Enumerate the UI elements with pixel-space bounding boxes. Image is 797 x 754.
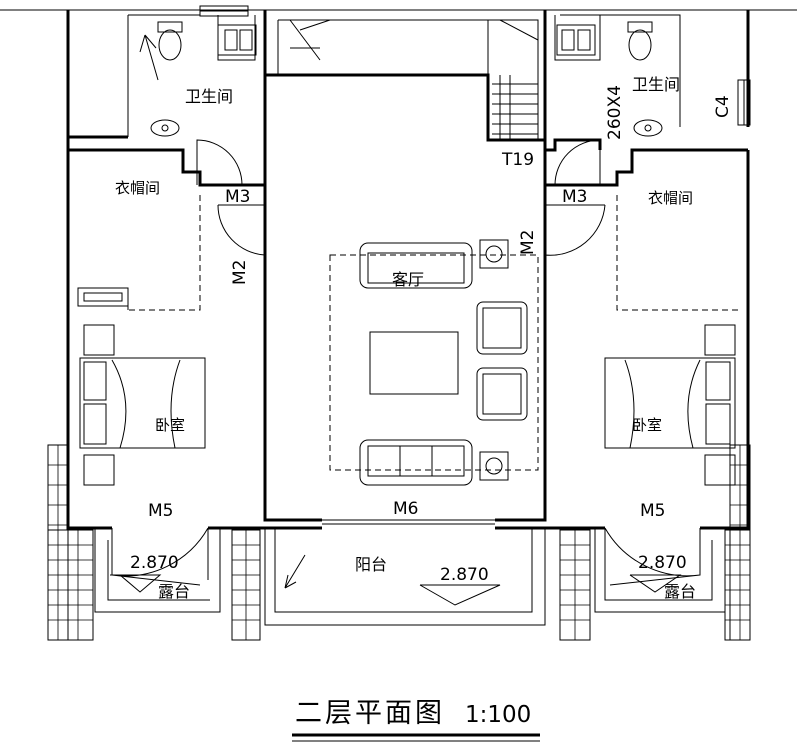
lamp-table-lower-icon — [479, 451, 509, 481]
closet-left-fixture-inner — [83, 292, 123, 302]
tag-opening-260: 260X4 — [605, 85, 625, 140]
room-label-terrace-left: 露台 — [158, 582, 190, 601]
bath-left-partition — [127, 14, 256, 137]
armchair-lower-icon — [476, 367, 528, 421]
drawing-title: 二层平面图 — [295, 698, 445, 729]
room-label-bath-right: 卫生间 — [632, 75, 680, 94]
level-terrace-left: 2.870 — [130, 553, 179, 573]
tag-door-m5-left: M5 — [148, 501, 173, 521]
room-label-living: 客厅 — [392, 270, 424, 289]
level-marker-terrace-right — [629, 574, 682, 593]
staircase — [277, 19, 539, 140]
tag-door-m5-right: M5 — [640, 501, 665, 521]
tag-door-m2-left: M2 — [230, 260, 250, 285]
arrow-bath-left — [139, 34, 159, 81]
tag-door-m6: M6 — [393, 499, 418, 519]
window-top-left — [199, 5, 249, 17]
room-label-closet-right: 衣帽间 — [648, 189, 693, 207]
terrace-right-outline — [594, 528, 726, 613]
toilet-left-icon — [157, 21, 183, 61]
bed-left-icon — [79, 324, 206, 486]
washer-right-icon — [556, 24, 596, 56]
closet-left-dashed — [127, 195, 201, 311]
window-balcony — [322, 519, 495, 525]
tag-door-m3-right: M3 — [562, 187, 587, 207]
door-swing-m2-left — [217, 204, 266, 256]
level-marker-balcony — [419, 584, 501, 606]
room-label-bedroom-left: 卧室 — [155, 416, 185, 434]
level-balcony: 2.870 — [440, 565, 489, 585]
terrace-left-outline — [94, 528, 221, 613]
roof-tiles-right — [724, 444, 751, 641]
tag-door-m3-left: M3 — [225, 187, 250, 207]
tag-window-c4: C4 — [713, 95, 733, 118]
level-marker-terrace-left — [110, 574, 162, 593]
armchair-upper-icon — [476, 301, 528, 355]
roof-tiles-left — [47, 444, 94, 641]
coffee-table — [369, 331, 459, 395]
level-terrace-right: 2.870 — [638, 553, 687, 573]
tag-door-m2-right: M2 — [518, 230, 538, 255]
room-label-bedroom-right: 卧室 — [632, 416, 662, 434]
toilet-right-icon — [627, 21, 653, 61]
room-label-closet-left: 衣帽间 — [115, 179, 160, 197]
closet-left-fixture — [77, 287, 129, 307]
exterior-walls — [66, 10, 750, 530]
room-label-terrace-right: 露台 — [664, 582, 696, 601]
door-swing-bath-right — [554, 139, 601, 186]
bath-right-partition — [554, 14, 681, 127]
door-swing-m2-right — [544, 204, 606, 256]
sink-right-icon — [633, 119, 663, 137]
closet-right-dashed — [616, 195, 738, 311]
sofa-top-icon — [359, 242, 473, 289]
roof-tiles-middle-right — [559, 529, 591, 641]
roof-tiles-middle-left — [231, 529, 261, 641]
living-rug — [329, 254, 539, 471]
window-c4 — [737, 79, 751, 126]
balcony-outline — [264, 528, 546, 626]
room-label-bath-left: 卫生间 — [185, 87, 233, 106]
washer-left-icon — [217, 24, 257, 56]
lamp-table-upper-icon — [479, 239, 509, 269]
door-swing-m5-left — [111, 527, 209, 586]
room-label-balcony: 阳台 — [355, 555, 387, 574]
sink-left-icon — [150, 119, 180, 137]
door-swing-bath-left — [196, 139, 243, 186]
bed-right-icon — [604, 324, 736, 486]
sofa-bottom-icon — [359, 439, 473, 486]
drawing-scale: 1:100 — [465, 702, 531, 728]
tag-stair: T19 — [501, 150, 534, 170]
